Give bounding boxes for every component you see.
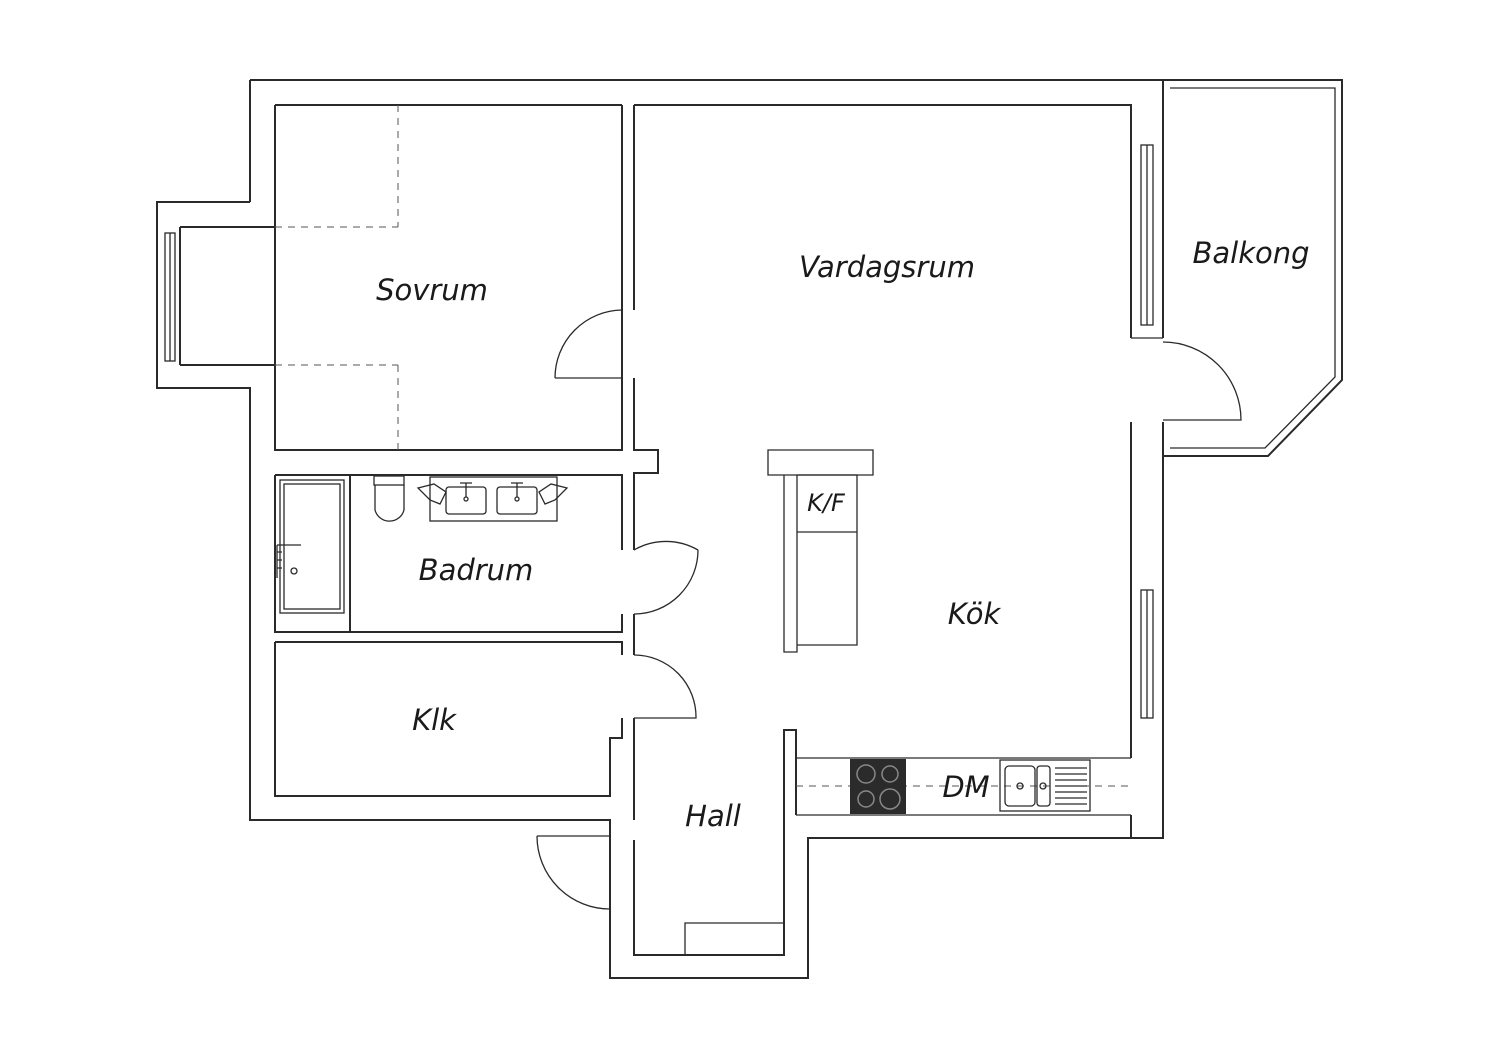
room-label-hall: Hall [685, 799, 741, 833]
kitchen-island [767, 449, 874, 653]
appliance-label-kf: K/F [807, 489, 846, 517]
room-label-badrum: Badrum [419, 553, 534, 587]
appliance-label-dm: DM [942, 770, 989, 804]
room-label-sovrum: Sovrum [376, 273, 488, 307]
toilet-icon [373, 475, 405, 522]
inner-walls [179, 104, 1132, 956]
room-labels: Sovrum Vardagsrum Balkong Badrum Kök Klk… [376, 236, 1309, 833]
bathroom-fixtures [276, 475, 569, 614]
sink-icon [999, 759, 1091, 812]
outer-walls [156, 79, 1342, 979]
room-label-kok: Kök [948, 597, 1002, 631]
room-label-klk: Klk [412, 703, 457, 737]
balcony-outline [1162, 79, 1343, 457]
shower-icon [276, 479, 345, 614]
windows [164, 144, 1154, 719]
room-label-vardagsrum: Vardagsrum [799, 250, 975, 284]
wardrobe-dashes [275, 105, 399, 450]
room-label-balkong: Balkong [1192, 236, 1309, 270]
kitchen-counter [796, 757, 1131, 816]
sink-vanity-icon [416, 476, 569, 522]
doors [536, 309, 1242, 910]
